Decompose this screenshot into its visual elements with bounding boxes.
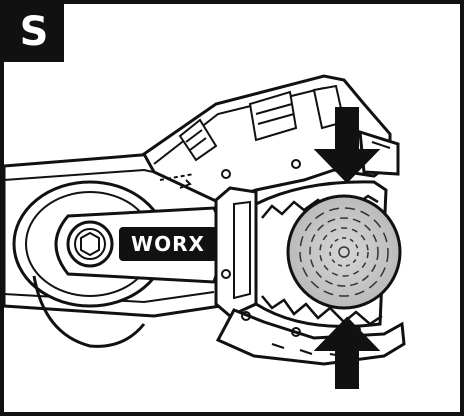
arrow-down-icon [313,107,381,184]
brand-logo-text: WORX [131,232,205,256]
step-letter: S [19,9,49,55]
blade-arm [54,206,224,284]
log-cross-section [286,194,402,310]
step-badge: S [4,4,64,62]
pruner-illustration [4,74,406,389]
arrow-up-icon [313,316,381,389]
hex-bolt-icon [80,231,100,257]
